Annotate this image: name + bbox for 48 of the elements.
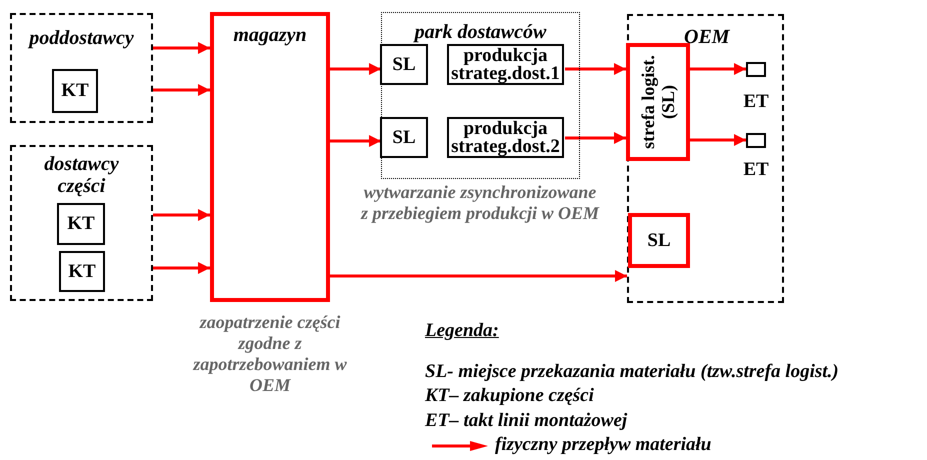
- box-label: KT: [66, 212, 96, 236]
- box-label: SL: [646, 228, 672, 252]
- box-label: SL: [391, 52, 417, 76]
- note-text: wytwarzanie zsynchronizowane z przebiegiem produkcji w OEM: [360, 182, 600, 224]
- logistics-zone-box: [626, 43, 690, 161]
- legend-text: fizyczny przepływ materiału: [495, 434, 712, 456]
- box-label: SL: [391, 126, 417, 150]
- group-title: magazyn: [232, 24, 308, 46]
- group-title: dostawcy części: [43, 153, 120, 197]
- part-box: [52, 69, 98, 113]
- arrow: [153, 262, 210, 274]
- group-box: [10, 13, 153, 123]
- box-label: strefa logist. (SL): [637, 54, 679, 151]
- part-box: [59, 251, 105, 292]
- box-label: produkcja strateg.dost.2: [450, 119, 561, 156]
- handover-box: [380, 117, 428, 158]
- group-title: park dostawców: [412, 21, 548, 43]
- group-title: OEM: [684, 26, 730, 48]
- station-box: [746, 62, 766, 77]
- arrow: [690, 134, 746, 146]
- station-box: [746, 133, 766, 148]
- group-box: [381, 12, 580, 179]
- group-box: [627, 14, 784, 303]
- part-box: [57, 203, 105, 245]
- arrow: [153, 42, 210, 54]
- arrow: [153, 209, 210, 221]
- legend-text: ET– takt linii montażowej: [425, 410, 628, 432]
- arrow: [153, 84, 210, 96]
- note-text: zaopatrzenie części zgodne z zapotrzebowaniem w OEM: [192, 312, 348, 396]
- group-title: poddostawcy: [26, 27, 135, 49]
- arrow: [565, 132, 626, 144]
- arrow: [690, 63, 746, 75]
- handover-box: [628, 213, 690, 268]
- arrow: [565, 63, 626, 75]
- box-label: produkcja strateg.dost.1: [450, 46, 561, 83]
- station-label: ET: [742, 159, 770, 180]
- arrow: [330, 270, 627, 282]
- legend-text: KT– zakupione części: [425, 385, 594, 407]
- arrow: [330, 135, 381, 147]
- box-label: KT: [67, 260, 97, 284]
- box-label: KT: [60, 79, 90, 103]
- arrow: [330, 63, 381, 75]
- station-label: ET: [742, 91, 770, 112]
- warehouse-box: [210, 12, 330, 302]
- legend-title: Legenda:: [425, 320, 499, 342]
- group-box: [10, 145, 153, 301]
- handover-box: [380, 44, 428, 85]
- legend-text: SL- miejsce przekazania materiału (tzw.strefa logist.): [425, 361, 839, 383]
